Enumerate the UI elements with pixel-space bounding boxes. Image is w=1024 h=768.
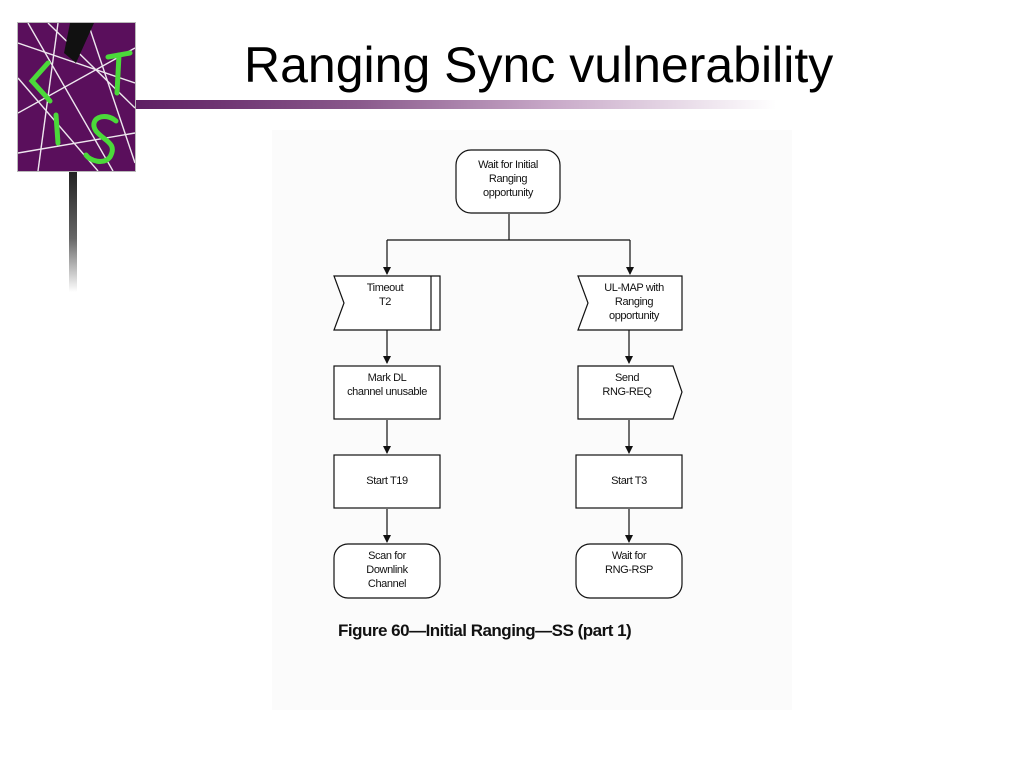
mark-dl-node: Mark DL channel unusable xyxy=(333,365,441,420)
scan-line-3: Channel xyxy=(368,578,406,590)
slide-title: Ranging Sync vulnerability xyxy=(244,37,834,93)
ulmap-line-3: opportunity xyxy=(609,310,660,322)
scan-line-1: Scan for xyxy=(368,550,407,562)
timeout-line-1: Timeout xyxy=(367,282,404,294)
markdl-line-2: channel unusable xyxy=(347,386,427,398)
decorative-vertical-bar xyxy=(69,172,77,292)
cist-logo xyxy=(17,22,136,172)
waitrsp-line-2: RNG-RSP xyxy=(605,564,653,576)
scan-downlink-node: Scan for Downlink Channel xyxy=(333,543,441,599)
waitrsp-line-1: Wait for xyxy=(612,550,647,562)
ul-map-node: UL-MAP with Ranging opportunity xyxy=(577,275,683,331)
cist-logo-icon xyxy=(18,23,135,171)
decorative-horizontal-bar xyxy=(136,100,776,109)
timeout-line-2: T2 xyxy=(379,296,391,308)
start-t19-label: Start T19 xyxy=(366,475,408,487)
ulmap-line-1: UL-MAP with xyxy=(604,282,664,294)
figure-panel xyxy=(272,130,792,710)
start-t3-label: Start T3 xyxy=(611,475,647,487)
start-line-1: Wait for Initial xyxy=(478,159,538,171)
start-node: Wait for Initial Ranging opportunity xyxy=(455,149,561,214)
ulmap-line-2: Ranging xyxy=(615,296,653,308)
figure-caption: Figure 60—Initial Ranging—SS (part 1) xyxy=(338,621,632,640)
start-line-3: opportunity xyxy=(483,187,534,199)
markdl-line-1: Mark DL xyxy=(368,372,407,384)
scan-line-2: Downlink xyxy=(366,564,408,576)
send-line-2: RNG-REQ xyxy=(602,386,652,398)
start-line-2: Ranging xyxy=(489,173,527,185)
start-t3-node: Start T3 xyxy=(575,454,683,509)
start-t19-node: Start T19 xyxy=(333,454,441,509)
connector-lines xyxy=(383,214,634,543)
send-line-1: Send xyxy=(615,372,639,384)
timeout-t2-node: Timeout T2 xyxy=(333,275,441,331)
wait-rng-rsp-node: Wait for RNG-RSP xyxy=(575,543,683,599)
send-rng-req-node: Send RNG-REQ xyxy=(577,365,683,420)
